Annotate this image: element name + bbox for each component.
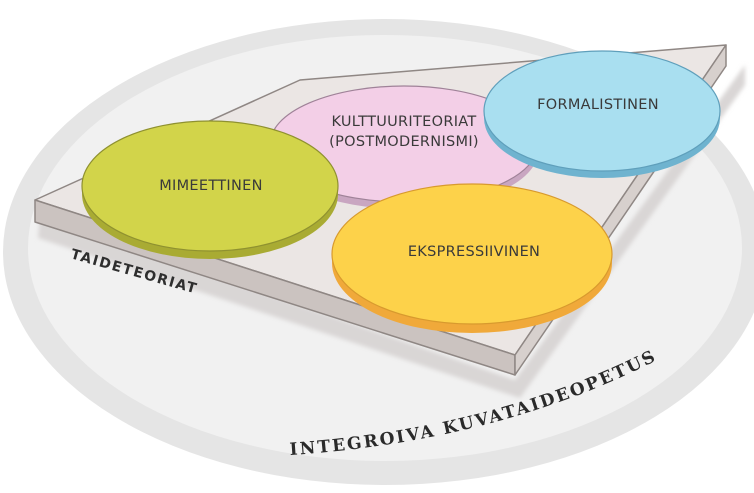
plate-shadow: [38, 65, 745, 398]
disc-label: MIMEETTINEN: [159, 178, 263, 194]
disc-mimeettinen: MIMEETTINEN: [81, 120, 339, 259]
disc-top: [331, 183, 613, 325]
disc-top: [81, 120, 339, 252]
disc-ekspressiivinen: EKSPRESSIIVINEN: [331, 183, 613, 333]
disc-top: [483, 50, 721, 172]
disc-label-secondary: (POSTMODERNISMI): [329, 134, 479, 150]
disc-label: FORMALISTINEN: [537, 97, 659, 113]
disc-label: EKSPRESSIIVINEN: [408, 244, 540, 260]
disc-formalistinen: FORMALISTINEN: [483, 50, 721, 178]
disc-kulttuuriteoriat: KULTTUURITEORIAT (POSTMODERNISMI): [269, 85, 539, 209]
disc-label: KULTTUURITEORIAT: [331, 114, 476, 130]
